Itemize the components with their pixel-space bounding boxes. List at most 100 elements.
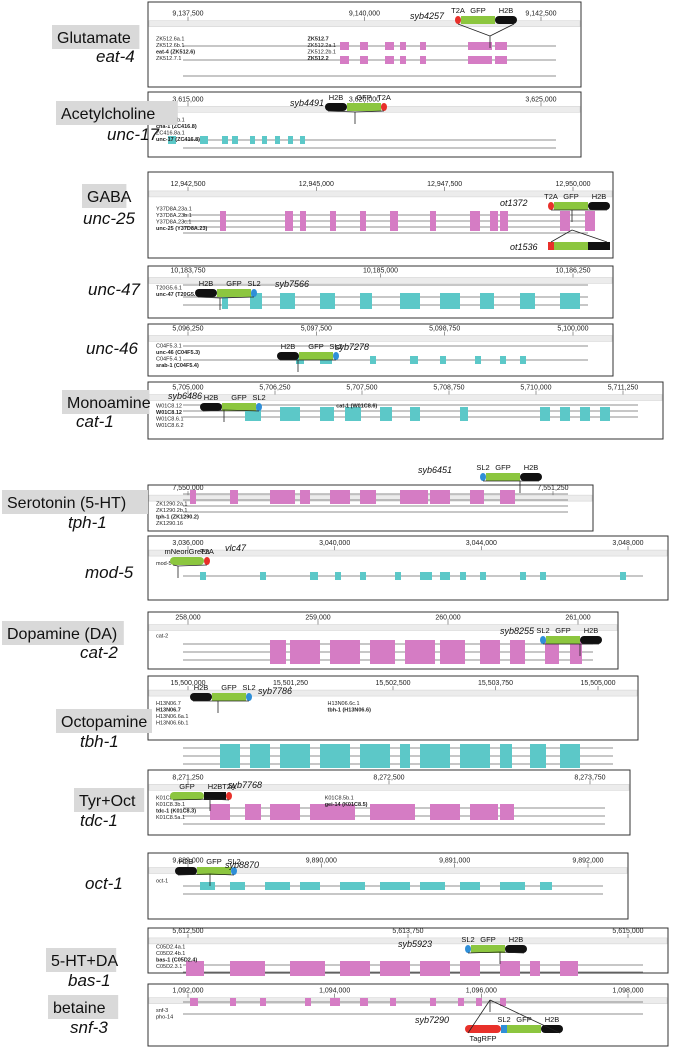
exon [290, 968, 325, 976]
exon [262, 136, 267, 144]
tick-label: 3,048,000 [612, 540, 643, 547]
cassette-h2b [588, 202, 610, 210]
exon [400, 42, 406, 50]
exon [545, 656, 559, 664]
exon [500, 882, 525, 890]
exon [470, 217, 480, 225]
gene-annotation: mod-5 [156, 561, 172, 567]
exon [510, 648, 525, 656]
gene-annotation: H13N06.6c.1 [328, 701, 360, 707]
gene-annotation: W01C8.12 [156, 410, 182, 416]
group-label: Glutamate [57, 30, 131, 47]
allele-name: syb6451 [418, 465, 452, 475]
cassette-gfp [212, 693, 246, 701]
exon [585, 211, 595, 219]
tick-label: 5,613,750 [392, 928, 423, 935]
cassette-h2b [325, 103, 347, 111]
allele-name: syb5923 [398, 939, 432, 949]
cassette-t2a [548, 242, 554, 250]
exon [360, 744, 390, 752]
insertion-connector [457, 23, 491, 37]
gene-name: tbh-1 [80, 732, 119, 751]
exon [560, 407, 570, 415]
exon [280, 301, 295, 309]
exon [560, 752, 580, 760]
allele-name: syb7290 [415, 1015, 449, 1025]
tick-label: 5,615,000 [612, 928, 643, 935]
cassette-label: GFP [221, 683, 236, 692]
exon [560, 293, 580, 301]
exon [500, 217, 508, 225]
tick-label: 9,891,000 [439, 858, 470, 865]
cassette-label: H2B [499, 6, 514, 15]
exon [460, 407, 468, 415]
gene-annotation: K01C8.5b.1 [325, 795, 354, 801]
exon [300, 217, 306, 225]
exon [340, 968, 370, 976]
allele-name: syb4257 [410, 11, 445, 21]
exon [420, 752, 450, 760]
exon [168, 136, 176, 144]
exon [320, 760, 350, 768]
tick-label: 261,000 [565, 615, 590, 622]
exon [370, 648, 395, 656]
tick-label: 5,096,250 [172, 325, 203, 332]
exon [320, 293, 335, 301]
exon [330, 640, 360, 648]
group-label: Acetylcholine [61, 106, 155, 123]
exon [570, 656, 582, 664]
exon [500, 961, 520, 969]
exon [190, 496, 196, 504]
gene-annotation: tdc-1 (K01C8.3) [156, 808, 196, 814]
exon [330, 496, 350, 504]
ruler-band [148, 277, 613, 284]
tick-label: 5,098,750 [429, 325, 460, 332]
tick-label: 8,273,750 [574, 774, 605, 781]
exon [570, 648, 582, 656]
cassette-label: H2B [208, 782, 223, 791]
gene-annotation: Y37D8A.23b.1 [156, 213, 192, 219]
exon [245, 804, 261, 812]
group-label-box [48, 995, 119, 1019]
cassette-label: H2B [592, 192, 607, 201]
cassette-h2b [505, 945, 527, 953]
exon [250, 136, 255, 144]
exon [440, 656, 465, 664]
cassette-h2b [520, 473, 542, 481]
exon [270, 656, 286, 664]
gene-annotation: H13N06.7 [156, 701, 181, 707]
gene-annotation: tbh-1 (H13N06.6) [328, 707, 372, 713]
exon [410, 413, 420, 421]
tick-label: 1,098,000 [612, 988, 643, 995]
insertion-connector [172, 564, 179, 567]
tick-label: 12,945,000 [299, 181, 334, 188]
exon [280, 293, 295, 301]
cassette-label: GFP [480, 935, 495, 944]
exon [585, 223, 595, 231]
cassette-sl2 [231, 867, 237, 875]
cassette-label: H2B [194, 683, 209, 692]
exon [400, 293, 420, 301]
insertion-connector [219, 296, 255, 299]
group-label-box [74, 788, 145, 812]
exon [545, 648, 559, 656]
gene-annotation: ZK512.6a.1 [156, 36, 184, 42]
cassette-h2b [190, 693, 212, 701]
gene-annotation: eat-4 (ZK512.6) [156, 49, 195, 55]
gene-annotation: ZK512.6b.1 [156, 43, 184, 49]
tick-label: 7,550,000 [172, 485, 203, 492]
exon [320, 407, 334, 415]
exon [360, 752, 390, 760]
exon [440, 301, 460, 309]
exon [420, 572, 432, 580]
gene-annotation: W01C8.6.2 [156, 423, 184, 429]
gene-annotation: C05D2.4a.1 [156, 944, 185, 950]
exon [230, 998, 236, 1006]
exon [280, 760, 310, 768]
tick-label: 3,044,000 [466, 540, 497, 547]
ruler-band [148, 190, 613, 198]
exon [480, 301, 494, 309]
